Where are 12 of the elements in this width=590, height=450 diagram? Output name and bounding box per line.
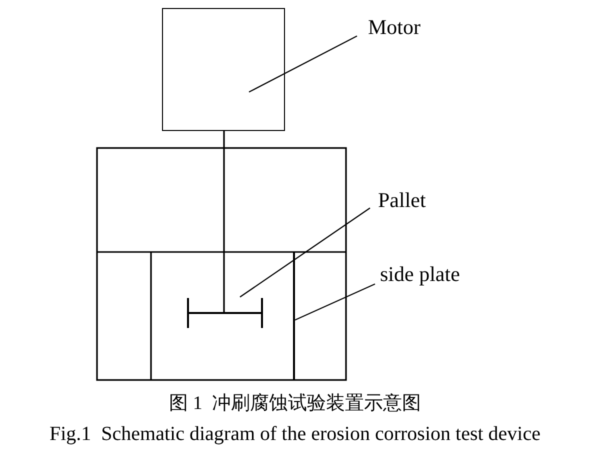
side-plate-line bbox=[293, 252, 295, 380]
figure-caption: Fig.1 Schematic diagram of the erosion corrosion test device bbox=[48, 424, 542, 444]
shaft-line bbox=[223, 131, 225, 312]
part-label: Motor bbox=[368, 17, 420, 38]
part-label: side plate bbox=[380, 264, 460, 285]
pallet-drawing bbox=[186, 297, 264, 329]
motor-box bbox=[162, 8, 285, 131]
leader-line bbox=[240, 208, 370, 298]
figure-caption: 图 1 冲刷腐蚀试验装置示意图 bbox=[168, 394, 422, 413]
part-label: Pallet bbox=[378, 190, 426, 211]
leader-line bbox=[248, 35, 358, 93]
leader-line bbox=[294, 283, 376, 321]
